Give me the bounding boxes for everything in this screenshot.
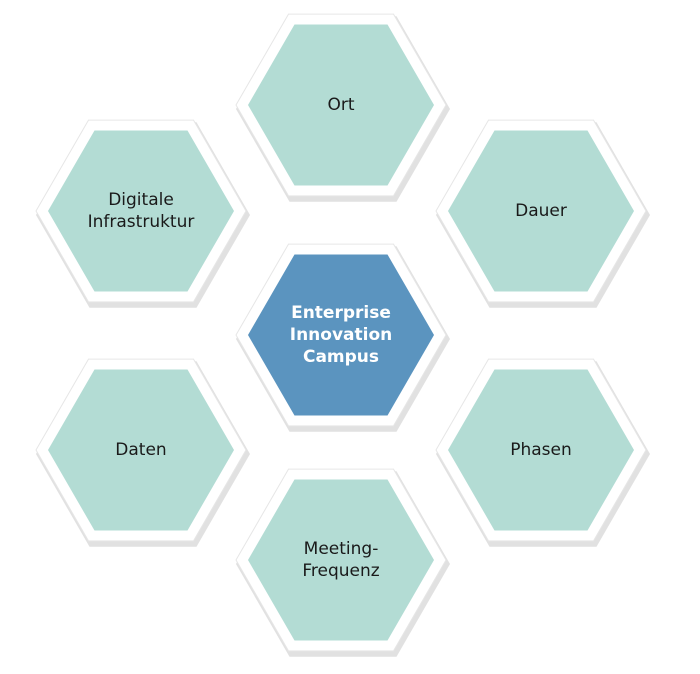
hex-digitale-infrastruktur-fill (48, 130, 234, 292)
hex-daten-fill (48, 369, 234, 531)
hex-ort-label-line-1: Ort (327, 95, 354, 115)
hex-meeting-frequenz-label-line-1: Meeting- (304, 539, 379, 559)
hex-meeting-frequenz-label-line-2: Frequenz (302, 561, 379, 581)
center-hex-enterprise-innovation-campus-label-line-2: Innovation (290, 325, 393, 345)
hex-phasen: Phasen (435, 358, 650, 547)
center-hex-enterprise-innovation-campus-label-line-3: Campus (303, 347, 379, 367)
hex-daten-label-line-1: Daten (115, 440, 166, 460)
hex-dauer-fill (448, 130, 634, 292)
hex-ort-fill (248, 24, 434, 186)
center-hex-enterprise-innovation-campus-fill (248, 254, 434, 416)
hex-meeting-frequenz: Meeting-Frequenz (235, 468, 450, 657)
hex-phasen-label-line-1: Phasen (510, 440, 572, 460)
hex-meeting-frequenz-fill (248, 479, 434, 641)
hex-dauer: Dauer (435, 119, 650, 308)
hex-ort: Ort (235, 13, 450, 202)
hex-digitale-infrastruktur-label-line-1: Digitale (108, 190, 174, 210)
hex-phasen-fill (448, 369, 634, 531)
hex-daten: Daten (35, 358, 250, 547)
hex-digitale-infrastruktur-label-line-2: Infrastruktur (88, 212, 195, 232)
center-hex-enterprise-innovation-campus-label-line-1: Enterprise (291, 303, 391, 323)
hex-dauer-label-line-1: Dauer (515, 201, 567, 221)
